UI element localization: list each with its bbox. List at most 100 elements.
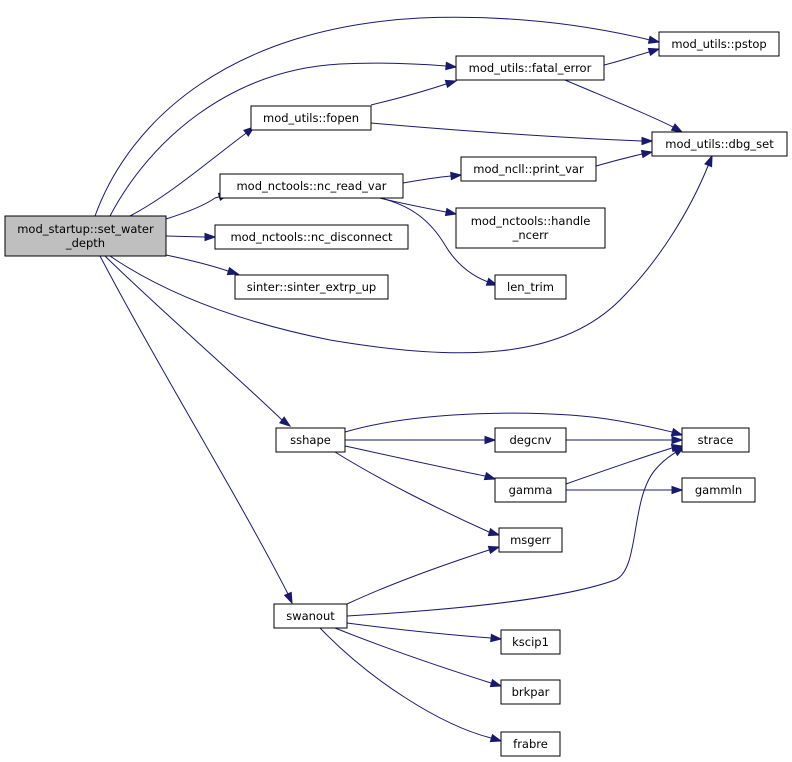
node-swanout[interactable]: swanout [273, 603, 348, 629]
edge-arrowhead [647, 47, 661, 57]
node-frabre[interactable]: frabre [500, 731, 561, 757]
node-degcnv[interactable]: degcnv [494, 427, 567, 453]
node-readvar[interactable]: mod_nctools::nc_read_var [219, 173, 404, 199]
node-disconnect[interactable]: mod_nctools::nc_disconnect [214, 224, 409, 250]
node-box [234, 274, 389, 300]
node-sinter[interactable]: sinter::sinter_extrp_up [234, 274, 389, 300]
node-lentrim[interactable]: len_trim [494, 274, 567, 300]
edge-line [319, 627, 502, 742]
node-pstop[interactable]: mod_utils::pstop [658, 31, 780, 57]
edge-gamma-to-strace [565, 443, 684, 485]
edge-sshape-to-degcnv [345, 435, 497, 445]
edge-arrowhead [445, 61, 458, 71]
edge-arrowhead [670, 123, 684, 133]
node-sshape[interactable]: sshape [275, 427, 346, 453]
edge-arrowhead [640, 149, 654, 159]
edge-arrowhead [279, 416, 292, 427]
node-fatal[interactable]: mod_utils::fatal_error [455, 55, 605, 81]
edge-printvar-to-dbg [595, 149, 654, 167]
node-handle[interactable]: mod_nctools::handle_ncerr [455, 207, 606, 249]
edge-line [109, 155, 713, 354]
node-gammln[interactable]: gammln [681, 477, 756, 503]
node-label: strace [698, 433, 734, 447]
edge-line [344, 445, 496, 480]
node-brkpar[interactable]: brkpar [500, 679, 561, 705]
node-label: mod_nctools::nc_disconnect [230, 230, 393, 244]
node-kscip1[interactable]: kscip1 [500, 629, 561, 655]
node-label: mod_nctools::handle [471, 214, 591, 228]
edge-sshape-to-msgerr [334, 451, 501, 537]
edge-root-to-fatal [109, 61, 458, 217]
edge-arrowhead [490, 633, 503, 643]
edge-swanout-to-kscip1 [346, 622, 503, 643]
node-label: sinter::sinter_extrp_up [247, 280, 376, 294]
node-label: sshape [290, 433, 331, 447]
node-label: mod_utils::fopen [263, 111, 359, 125]
edge-arrowhead [489, 733, 503, 743]
node-label: swanout [286, 609, 335, 623]
node-box [273, 603, 348, 629]
node-label: kscip1 [512, 635, 549, 649]
node-label: _depth [65, 236, 105, 250]
edge-line [370, 122, 652, 142]
edge-arrowhead [485, 277, 499, 286]
edge-arrowhead [444, 207, 458, 217]
node-label: gammln [695, 483, 742, 497]
edge-arrowhead [704, 154, 713, 168]
node-box [500, 731, 561, 757]
node-label: mod_utils::dbg_set [665, 137, 774, 151]
edges-layer [94, 16, 713, 743]
node-box [275, 427, 346, 453]
node-label: len_trim [507, 280, 554, 294]
node-label: mod_nctools::nc_read_var [236, 179, 386, 193]
node-gamma[interactable]: gamma [494, 477, 567, 503]
edge-line [165, 254, 239, 275]
node-strace[interactable]: strace [681, 427, 750, 453]
edge-arrowhead [283, 591, 293, 605]
node-label: brkpar [512, 685, 550, 699]
edge-arrowhead [226, 266, 240, 276]
edge-swanout-to-msgerr [346, 545, 501, 605]
edge-sshape-to-strace [344, 412, 684, 437]
node-box [214, 224, 409, 250]
edge-root-to-disconnect [165, 232, 217, 242]
edge-arrowhead [450, 171, 463, 181]
edge-fatal-to-pstop [603, 47, 661, 66]
node-root[interactable]: mod_startup::set_water_depth [4, 215, 167, 257]
node-dbg[interactable]: mod_utils::dbg_set [651, 131, 788, 157]
node-fopen[interactable]: mod_utils::fopen [250, 105, 372, 131]
edge-fopen-to-dbg [370, 122, 654, 146]
edge-root-to-pstop [94, 16, 661, 217]
edge-gamma-to-gammln [566, 485, 684, 495]
node-msgerr[interactable]: msgerr [498, 527, 563, 553]
nodes-layer: mod_startup::set_water_depth mod_utils::f… [4, 31, 788, 757]
edge-arrowhead [641, 136, 654, 146]
edge-line [109, 62, 457, 217]
node-printvar[interactable]: mod_ncll::print_var [460, 156, 597, 182]
edge-line [104, 255, 291, 427]
edge-swanout-to-frabre [319, 627, 503, 743]
edge-root-to-sshape [104, 255, 292, 427]
edge-degcnv-to-strace [566, 435, 684, 445]
edge-readvar-to-lentrim [379, 197, 499, 286]
edge-arrowhead [672, 446, 686, 457]
node-box [4, 215, 167, 257]
edge-line [334, 627, 502, 687]
node-label: mod_utils::fatal_error [469, 61, 592, 75]
node-box [250, 105, 372, 131]
edge-arrowhead [671, 435, 684, 445]
node-label: _ncerr [512, 228, 549, 242]
node-box [219, 173, 404, 199]
edge-root-to-swanout [99, 255, 293, 605]
edge-arrowhead [204, 232, 217, 242]
edge-readvar-to-handle [379, 197, 458, 217]
edge-arrowhead [487, 527, 501, 537]
edge-fatal-to-dbg [564, 79, 684, 133]
edge-arrowhead [483, 471, 497, 481]
edge-fopen-to-fatal [370, 79, 458, 106]
node-box [500, 679, 561, 705]
node-box [455, 207, 606, 249]
node-box [494, 274, 567, 300]
node-label: mod_utils::pstop [671, 37, 766, 51]
